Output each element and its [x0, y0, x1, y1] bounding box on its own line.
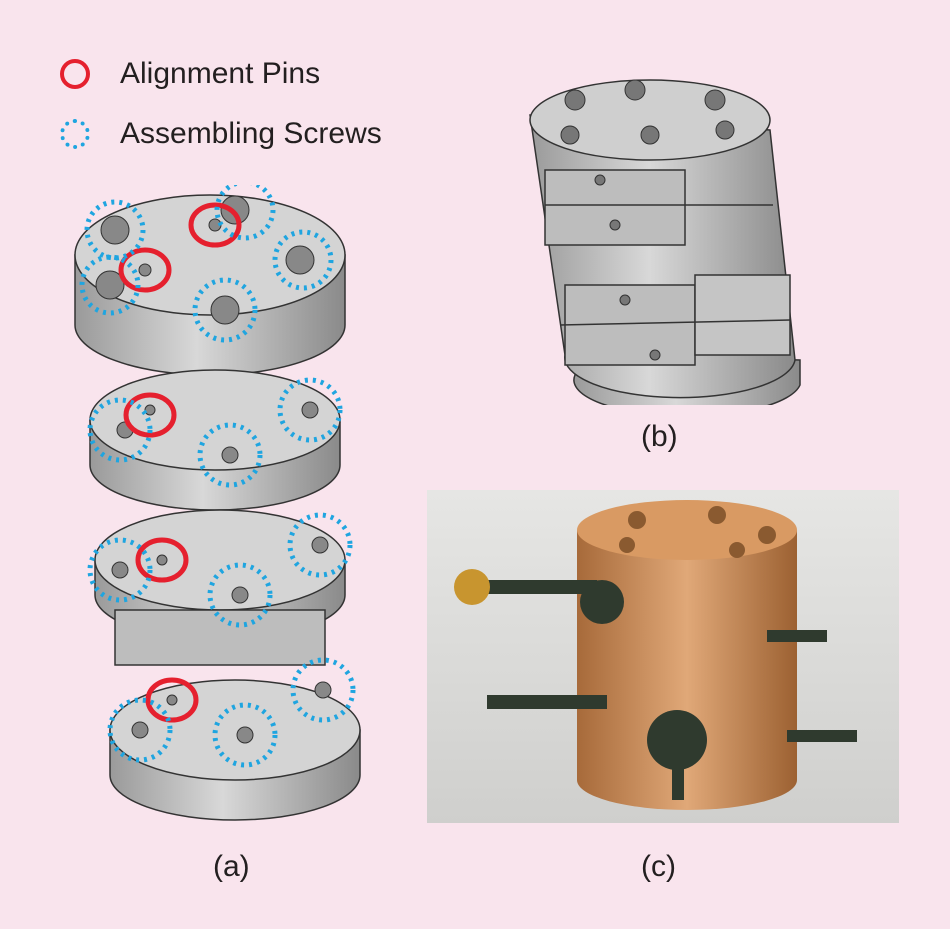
legend-label: Assembling Screws: [120, 117, 382, 150]
assembling-screw-markers: [79, 185, 356, 768]
caption-c: (c): [641, 850, 676, 883]
legend-alignment-pins: Alignment Pins: [60, 57, 320, 91]
caption-a: (a): [213, 850, 250, 883]
legend-assembling-screws: Assembling Screws: [60, 117, 382, 151]
caption-b: (b): [641, 420, 678, 453]
alignment-pin-markers: [118, 202, 242, 723]
red-circle-icon: [60, 59, 90, 89]
prototype-photo: [427, 490, 899, 823]
dotted-circle-icon: [60, 119, 90, 149]
assembled-model-diagram: [529, 79, 801, 405]
exploded-assembly-diagram: [74, 185, 361, 821]
legend-label: Alignment Pins: [120, 57, 321, 90]
